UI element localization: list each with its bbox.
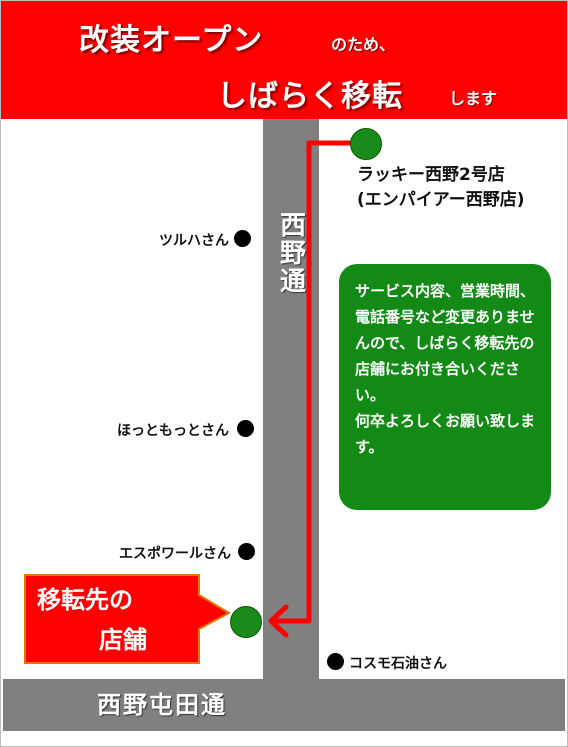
banner-title-line1-suffix: のため、 xyxy=(331,35,396,54)
relocation-route-line xyxy=(273,140,365,624)
esupowaru-label: エスポワールさん xyxy=(119,546,231,562)
hottomotto-label: ほっともっとさん xyxy=(117,423,229,439)
callout-line2: 店舗 xyxy=(99,626,147,654)
route-arrowhead xyxy=(268,604,289,638)
tsuruha-marker xyxy=(234,230,251,247)
nishino-tonden-street-road xyxy=(3,679,565,731)
esupowaru-marker xyxy=(238,543,255,560)
nishino-tonden-street-label: 西野屯田通 xyxy=(97,691,227,719)
banner-title-line2: しばらく移転 xyxy=(217,79,403,114)
callout-line1: 移転先の xyxy=(37,586,133,614)
nishino-street-label: 西野通 xyxy=(275,211,306,295)
notice-box: サービス内容、営業時間、電話番号など変更ありませんので、しばらく移転先の店舗にお… xyxy=(339,264,551,510)
banner-title-line1: 改装オープン xyxy=(79,23,264,58)
current-store-line1: ラッキー西野2号店 xyxy=(357,165,505,185)
current-store-line2: (エンパイアー西野店) xyxy=(357,190,525,210)
new-store-marker xyxy=(230,606,262,638)
current-store-name: ラッキー西野2号店 (エンパイアー西野店) xyxy=(357,163,525,213)
callout-box xyxy=(24,574,232,664)
announcement-banner: 改装オープン のため、 しばらく移転 します xyxy=(1,1,567,119)
current-store-marker xyxy=(350,128,382,160)
kosumo-label: コスモ石油さん xyxy=(349,656,447,672)
kosumo-marker xyxy=(327,653,344,670)
notice-text: サービス内容、営業時間、電話番号など変更ありませんので、しばらく移転先の店舗にお… xyxy=(355,282,536,456)
banner-title-line2-suffix: します xyxy=(449,89,498,108)
new-store-callout: 移転先の 店舗 xyxy=(29,580,189,660)
hottomotto-marker xyxy=(237,420,254,437)
tsuruha-label: ツルハさん xyxy=(159,233,229,249)
